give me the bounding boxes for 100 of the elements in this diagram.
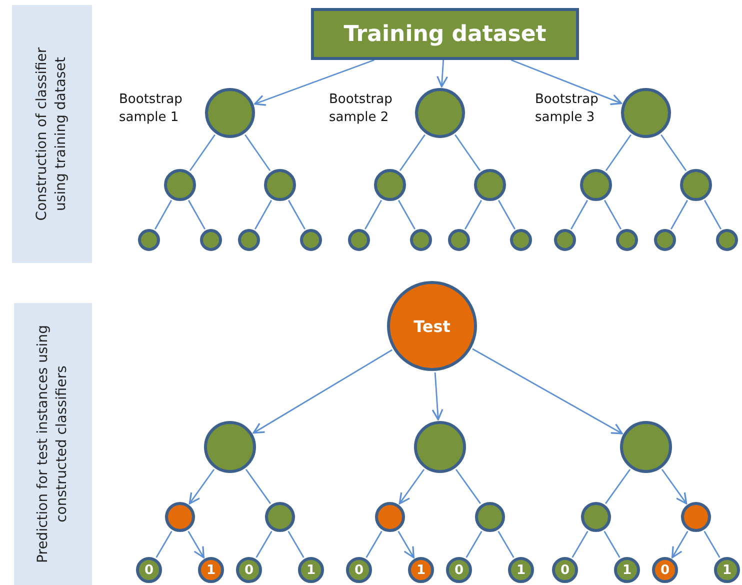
connector-line <box>398 468 425 504</box>
connector-line <box>498 530 514 558</box>
connector-line <box>604 530 620 558</box>
node-label: 0 <box>560 562 570 578</box>
connector-line <box>254 200 272 230</box>
connector-line <box>704 530 720 558</box>
connector-line <box>660 134 687 172</box>
node-label: 1 <box>206 562 216 578</box>
tree-node-circle <box>138 229 160 251</box>
tree-node-circle <box>681 502 711 532</box>
tree-node-circle <box>474 169 506 201</box>
tree-node-circle <box>264 169 296 201</box>
connector-line <box>455 468 481 504</box>
tree-node-circle <box>408 557 434 583</box>
section-label: Construction of classifier using training dataset <box>33 46 70 223</box>
connector-line <box>398 530 414 558</box>
connector-line <box>188 530 204 558</box>
node-label: 0 <box>454 562 464 578</box>
tree-node-circle <box>552 557 578 583</box>
tree-node-circle <box>620 421 672 473</box>
connector-line <box>454 134 481 172</box>
tree-node-circle <box>475 502 505 532</box>
tree-node-circle <box>580 169 612 201</box>
connector-line <box>672 530 688 558</box>
tree-node-circle <box>164 169 196 201</box>
tree-node-circle <box>200 229 222 251</box>
tree-node-circle <box>410 229 432 251</box>
connector-line <box>436 60 448 88</box>
connector-line <box>398 200 416 230</box>
tree-node-circle <box>136 557 162 583</box>
tree-node-circle <box>374 169 406 201</box>
tree-node-circle <box>654 229 676 251</box>
connector-line <box>288 530 304 558</box>
node-caption: Bootstrap sample 3 <box>535 91 600 127</box>
connector-line <box>464 200 482 230</box>
tree-node-circle <box>652 557 678 583</box>
connector-line <box>572 530 588 558</box>
connector-line <box>670 200 688 230</box>
tree-node-circle <box>300 229 322 251</box>
tree-node-circle <box>236 557 262 583</box>
connector-line <box>466 530 482 558</box>
connector-line <box>399 134 426 172</box>
node-label: 1 <box>516 562 526 578</box>
node-caption: Bootstrap sample 1 <box>119 91 184 127</box>
section-band <box>12 5 92 263</box>
node-label: Test <box>414 316 450 336</box>
node-label: 0 <box>144 562 154 578</box>
connector-line <box>244 134 271 172</box>
node-label: 0 <box>354 562 364 578</box>
node-label: 1 <box>416 562 426 578</box>
connector-line <box>254 59 374 106</box>
node-caption: Bootstrap sample 2 <box>329 91 394 127</box>
node-label: 1 <box>306 562 316 578</box>
tree-node-circle <box>375 502 405 532</box>
tree-node-circle <box>716 229 738 251</box>
connector-line <box>510 59 622 106</box>
dataset-box <box>311 8 579 60</box>
tree-node-circle <box>415 88 465 138</box>
connector-line <box>156 530 172 558</box>
node-label: 0 <box>660 562 670 578</box>
connector-line <box>605 468 631 504</box>
connector-line <box>252 349 392 434</box>
section-label: Prediction for test instances using constructed classifiers <box>34 324 71 564</box>
box-title: Training dataset <box>344 22 546 46</box>
tree-node-circle <box>204 421 256 473</box>
connector-line <box>366 530 382 558</box>
tree-node-circle <box>414 421 466 473</box>
connector-line <box>364 200 382 230</box>
tree-node-circle <box>348 229 370 251</box>
connector-line <box>188 200 206 230</box>
tree-node-circle <box>581 502 611 532</box>
connector-line <box>245 468 271 504</box>
tree-node-circle <box>238 229 260 251</box>
connector-line <box>604 200 622 230</box>
tree-node-circle <box>205 88 255 138</box>
tree-node-circle <box>614 557 640 583</box>
connector-line <box>256 530 272 558</box>
connector-line <box>188 468 215 504</box>
section-band <box>14 303 92 585</box>
tree-node-circle <box>346 557 372 583</box>
connector-line <box>605 134 632 172</box>
tree-node-circle <box>508 557 534 583</box>
node-label: 1 <box>722 562 732 578</box>
connector-line <box>570 200 588 230</box>
tree-node-circle <box>680 169 712 201</box>
node-label: 1 <box>622 562 632 578</box>
tree-node-circle <box>298 557 324 583</box>
connector-line <box>288 200 306 230</box>
tree-node-circle <box>165 502 195 532</box>
tree-node-circle <box>265 502 295 532</box>
connector-line <box>432 372 444 420</box>
tree-node-circle <box>198 557 224 583</box>
tree-node-circle <box>446 557 472 583</box>
tree-node-circle <box>554 229 576 251</box>
connector-line <box>498 200 516 230</box>
connector-line <box>154 200 172 230</box>
tree-node-circle <box>448 229 470 251</box>
connector-line <box>704 200 722 230</box>
node-label: 0 <box>244 562 254 578</box>
tree-node-circle <box>714 557 740 583</box>
